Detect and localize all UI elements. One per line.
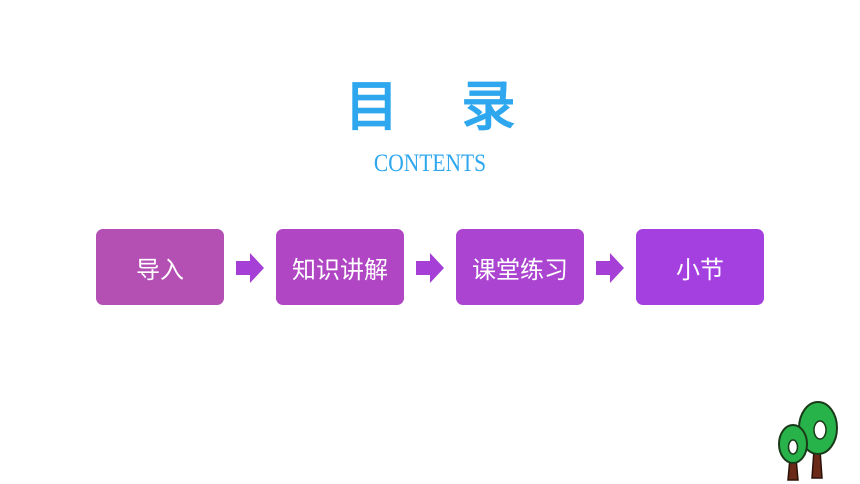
step-intro[interactable]: 导入 (96, 229, 224, 305)
arrow-right-icon (236, 253, 264, 283)
arrow-right-icon (596, 253, 624, 283)
arrow-shape (236, 253, 264, 283)
arrow-right-icon (416, 253, 444, 283)
contents-flow: 导入 知识讲解 课堂练习 小节 (96, 229, 764, 305)
step-practice[interactable]: 课堂练习 (456, 229, 584, 305)
trees-icon (778, 401, 838, 481)
arrow-shape (416, 253, 444, 283)
step-knowledge[interactable]: 知识讲解 (276, 229, 404, 305)
page-subtitle: CONTENTS (373, 150, 487, 177)
arrow-shape (596, 253, 624, 283)
page-title: 目 录 (344, 75, 538, 138)
step-summary[interactable]: 小节 (636, 229, 764, 305)
